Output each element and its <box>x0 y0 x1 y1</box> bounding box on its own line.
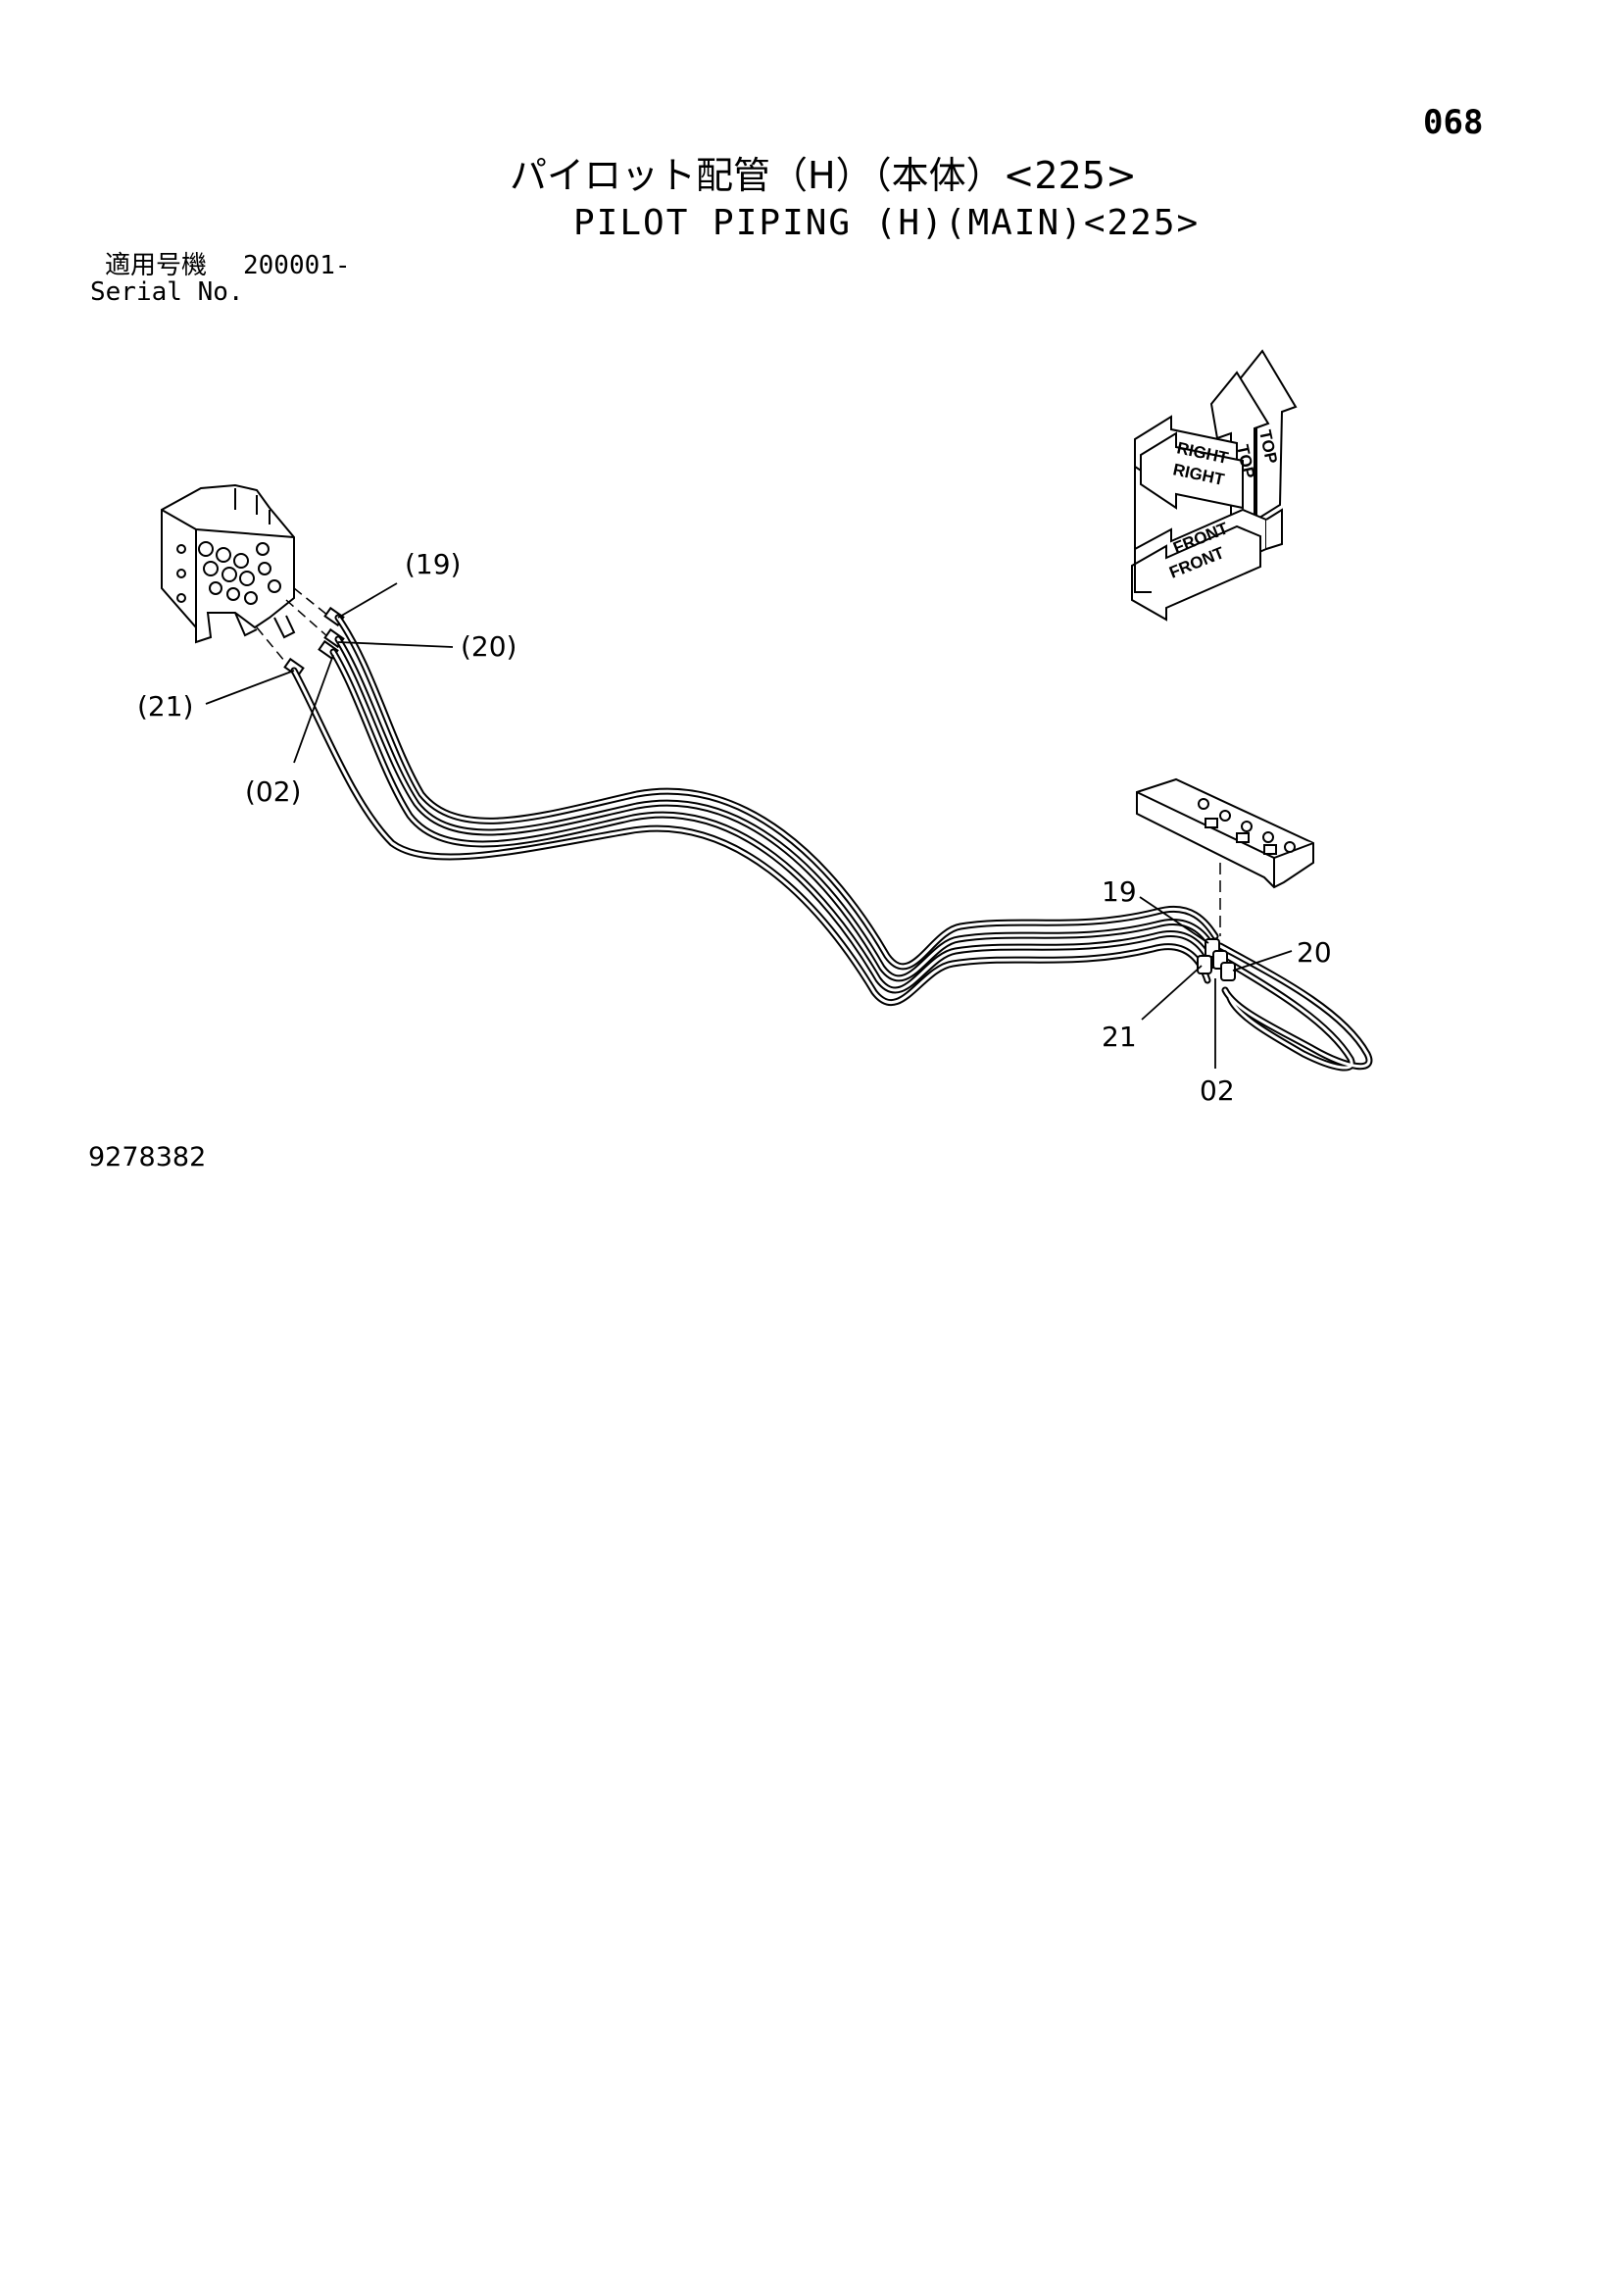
callout-21-right: 21 <box>1102 1021 1137 1053</box>
callout-19-right: 19 <box>1102 875 1137 908</box>
callout-02-right: 02 <box>1200 1074 1235 1107</box>
pilot-valve-block <box>161 483 296 644</box>
drawing-number: 9278382 <box>88 1142 207 1173</box>
connector-bracket <box>1136 777 1314 889</box>
title-japanese: パイロット配管（H）（本体）<225> <box>510 154 1137 197</box>
callout-21-left: (21) <box>137 690 194 723</box>
page-number: 068 <box>1423 103 1484 142</box>
serial-range: 200001- <box>243 251 351 280</box>
callout-19-left: (19) <box>405 548 462 580</box>
left-hose-fittings <box>283 606 345 678</box>
callout-20-left: (20) <box>461 630 517 663</box>
dashed-leaders-left <box>256 587 329 668</box>
serial-label-japanese: 適用号機 <box>105 251 208 280</box>
hose-bundle-outline <box>290 614 1219 1007</box>
callout-02-left: (02) <box>245 775 302 808</box>
orientation-indicator <box>1131 349 1298 622</box>
title-english: PILOT PIPING (H)(MAIN)<225> <box>573 203 1201 243</box>
callout-20-right: 20 <box>1297 936 1332 969</box>
serial-label-english: Serial No. <box>90 277 244 307</box>
hose-bundle-inner <box>292 616 1217 1005</box>
right-hose-fittings <box>1197 938 1236 981</box>
callout-leaders <box>205 582 1293 1069</box>
